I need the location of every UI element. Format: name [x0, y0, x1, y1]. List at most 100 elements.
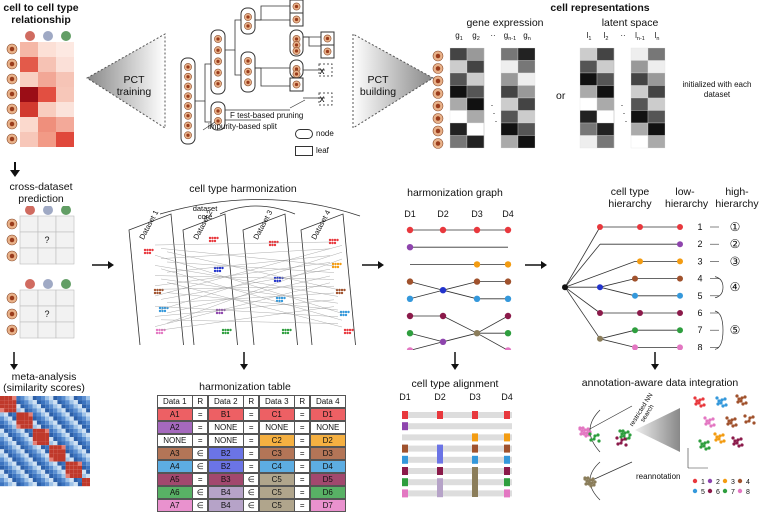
alignment-band — [402, 423, 512, 430]
similarity-cell — [28, 437, 33, 442]
cluster-point — [589, 438, 593, 442]
cluster-point — [590, 481, 594, 485]
cluster-point — [711, 417, 715, 421]
similarity-cell — [77, 445, 82, 450]
cluster-point — [153, 291, 157, 295]
similarity-cell — [57, 424, 62, 429]
similarity-cell — [77, 428, 82, 433]
legend-label: 4 — [746, 479, 750, 486]
similarity-cell — [53, 461, 58, 466]
ellipsis: · — [493, 108, 496, 118]
cluster-point — [160, 331, 164, 335]
similarity-cell — [86, 457, 90, 462]
hierarchy-node — [677, 224, 683, 230]
table-cell: C2 — [258, 433, 295, 448]
similarity-cell — [0, 420, 5, 425]
alignment-block — [472, 467, 478, 497]
cell-nucleus — [186, 114, 190, 118]
similarity-cell — [49, 473, 54, 478]
cell-nucleus — [216, 82, 220, 86]
cluster-point — [722, 439, 726, 443]
cell-nucleus — [246, 15, 250, 19]
alignment-link — [166, 258, 343, 324]
cluster-icon — [25, 279, 35, 289]
similarity-cell — [32, 416, 37, 421]
similarity-cell — [86, 469, 90, 474]
prune-mark: x — [320, 66, 325, 77]
cluster-point — [284, 331, 287, 335]
cell-nucleus — [435, 66, 441, 71]
cluster-point — [588, 432, 592, 436]
cluster-icon — [25, 31, 35, 41]
similarity-cell — [73, 461, 78, 466]
cluster-point — [708, 418, 712, 422]
cluster-point — [146, 248, 149, 252]
similarity-cell — [53, 437, 58, 442]
similarity-cell — [8, 437, 13, 442]
similarity-cell — [86, 441, 90, 446]
alignment-block — [437, 411, 443, 419]
cluster-point — [338, 291, 341, 295]
similarity-cell — [12, 449, 17, 454]
cluster-point — [726, 422, 730, 426]
similarity-cell — [57, 473, 62, 478]
similarity-cell — [86, 408, 90, 413]
dataset-plane — [128, 213, 184, 345]
similarity-cell — [12, 428, 17, 433]
cluster-point — [216, 236, 219, 240]
matrix-cell — [500, 85, 519, 99]
cell-nucleus — [294, 43, 299, 47]
low-hierarchy-number: 7 — [697, 325, 702, 335]
similarity-cell — [16, 396, 21, 401]
similarity-cell — [65, 453, 70, 458]
similarity-cell — [41, 437, 46, 442]
alignment-link — [154, 299, 335, 317]
similarity-cell — [45, 420, 50, 425]
similarity-cell — [61, 449, 66, 454]
similarity-cell — [12, 469, 17, 474]
similarity-cell — [65, 412, 70, 417]
matrix-cell — [596, 135, 615, 149]
cluster-point — [585, 479, 589, 483]
heatmap-cell — [38, 42, 56, 57]
hierarchy-node — [597, 224, 603, 230]
cluster-point — [218, 266, 222, 270]
similarity-cell — [57, 437, 62, 442]
cluster-point — [704, 447, 708, 451]
table-cell: B2 — [207, 459, 244, 474]
similarity-cell — [53, 420, 58, 425]
similarity-cell — [16, 412, 21, 417]
cluster-point — [229, 328, 232, 332]
similarity-cell — [24, 416, 29, 421]
cluster-point — [739, 437, 743, 441]
graph-edge — [409, 341, 444, 350]
table-cell: A3 — [156, 446, 193, 461]
cluster-point — [158, 291, 162, 295]
subscript: 1 — [460, 36, 463, 42]
similarity-cell — [53, 453, 58, 458]
hierarchy-edge — [564, 261, 636, 288]
alignment-column-label: D1 — [399, 392, 411, 402]
matrix-cell — [579, 85, 598, 99]
arrow-down-1 — [14, 162, 16, 172]
similarity-cell — [49, 400, 54, 405]
similarity-cell — [65, 473, 70, 478]
similarity-cell — [36, 445, 41, 450]
similarity-cell — [36, 432, 41, 437]
grid-cell — [19, 305, 39, 323]
root-node — [180, 57, 196, 145]
panel6-title: cell type harmonization — [189, 183, 297, 195]
similarity-cell — [86, 473, 90, 478]
alignment-column-label: D4 — [501, 392, 513, 402]
similarity-cell — [49, 445, 54, 450]
cluster-point — [589, 484, 593, 488]
cluster-point — [331, 238, 334, 242]
similarity-cell — [4, 453, 9, 458]
cluster-point — [155, 331, 159, 335]
low-hierarchy-number: 1 — [697, 222, 702, 232]
similarity-cell — [12, 408, 17, 413]
similarity-cell — [65, 457, 70, 462]
similarity-cell — [77, 457, 82, 462]
cluster-point — [718, 434, 722, 438]
